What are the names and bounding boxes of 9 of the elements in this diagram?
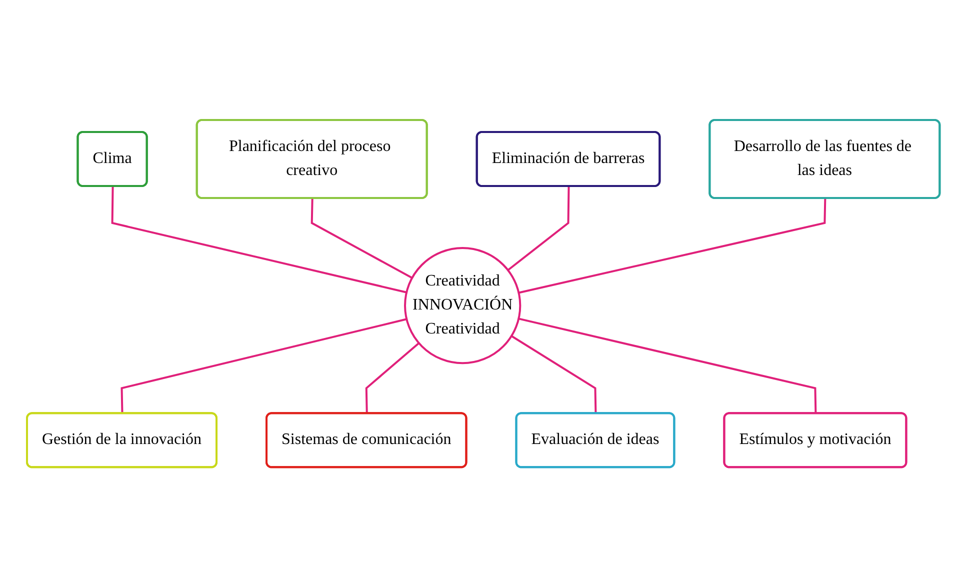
connector bbox=[310, 198, 412, 279]
connector bbox=[518, 198, 826, 294]
connector bbox=[510, 335, 596, 414]
connector bbox=[365, 342, 420, 414]
connector bbox=[110, 186, 406, 294]
connector bbox=[518, 318, 816, 414]
connector bbox=[120, 318, 407, 414]
connector bbox=[507, 186, 570, 271]
node-circle: Creatividad INNOVACIÓN Creatividad bbox=[404, 246, 521, 364]
